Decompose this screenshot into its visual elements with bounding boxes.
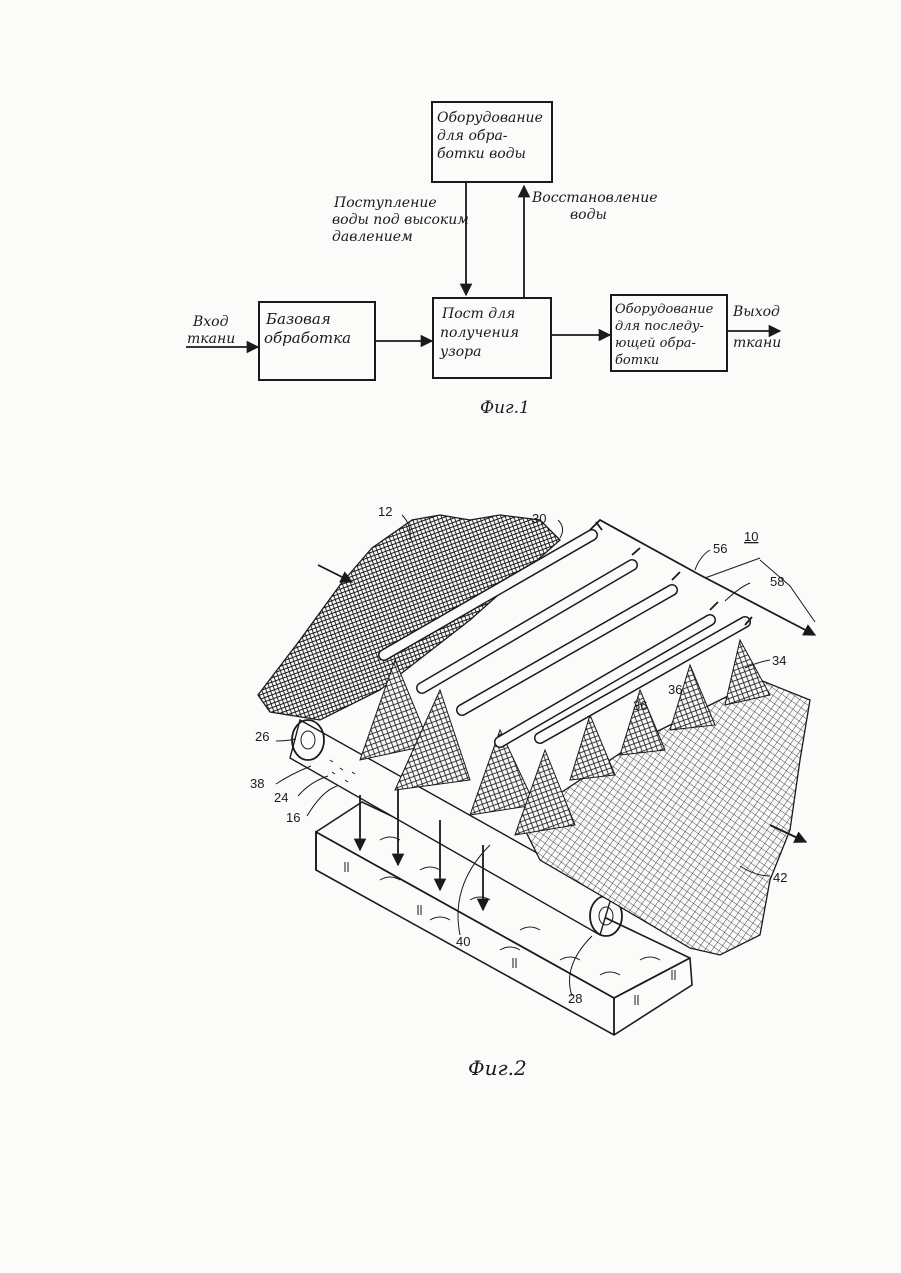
post-treatment-line2: для последу- xyxy=(615,319,704,334)
ref-34: 34 xyxy=(772,653,786,668)
ref-16: 16 xyxy=(286,810,300,825)
ref-36-right: 36 xyxy=(668,682,682,697)
water-treatment-line1: Оборудование xyxy=(437,110,543,126)
ref-24: 24 xyxy=(274,790,288,805)
high-pressure-line1: Поступление xyxy=(333,195,437,211)
fabric-out-line2: ткани xyxy=(733,335,781,351)
ref-38: 38 xyxy=(250,776,264,791)
fabric-in-line2: ткани xyxy=(187,331,235,347)
ref-40: 40 xyxy=(456,934,470,949)
base-treatment-line1: Базовая xyxy=(265,310,331,328)
water-treatment-block: Оборудование для обра- ботки воды xyxy=(432,102,552,182)
fabric-out-line1: Выход xyxy=(732,304,780,320)
fabric-in-direction-arrow xyxy=(318,565,352,582)
ref-12: 12 xyxy=(378,504,392,519)
post-treatment-block: Оборудование для последу- ющей обра- бот… xyxy=(611,295,727,371)
water-recovery-line2: воды xyxy=(570,207,607,223)
ref-26: 26 xyxy=(255,729,269,744)
high-pressure-line3: давлением xyxy=(332,229,413,245)
base-treatment-line2: обработка xyxy=(264,329,351,347)
ref-10: 10 xyxy=(744,529,758,544)
incoming-fabric xyxy=(258,515,560,720)
ref-28: 28 xyxy=(568,991,582,1006)
high-pressure-line2: воды под высоким xyxy=(332,212,469,228)
fabric-in-line1: Вход xyxy=(192,314,229,330)
ref-58: 58 xyxy=(770,574,784,589)
fig2-caption: Фиг.2 xyxy=(468,1056,527,1080)
pattern-station-line2: получения xyxy=(440,325,519,341)
ref-30: 30 xyxy=(532,511,546,526)
post-treatment-line3: ющей обра- xyxy=(615,336,696,351)
pattern-station-block: Пост для получения узора xyxy=(433,298,551,378)
ref-56: 56 xyxy=(713,541,727,556)
pattern-station-line1: Пост для xyxy=(441,306,515,322)
base-treatment-block: Базовая обработка xyxy=(259,302,375,380)
post-treatment-line4: ботки xyxy=(615,353,659,368)
water-treatment-line2: для обра- xyxy=(437,128,508,144)
pattern-station-line3: узора xyxy=(439,344,482,360)
ref-42: 42 xyxy=(773,870,787,885)
post-treatment-line1: Оборудование xyxy=(615,302,714,317)
block-diagram-fig1: Оборудование для обра- ботки воды Поступ… xyxy=(186,102,781,418)
fig1-caption: Фиг.1 xyxy=(480,398,530,418)
water-recovery-line1: Восстановление xyxy=(531,190,658,206)
water-treatment-line3: ботки воды xyxy=(437,146,526,162)
apparatus-drawing-fig2: 12 30 10 56 58 34 36 36 26 38 24 16 42 4… xyxy=(250,504,815,1080)
ref-36-left: 36 xyxy=(633,698,647,713)
